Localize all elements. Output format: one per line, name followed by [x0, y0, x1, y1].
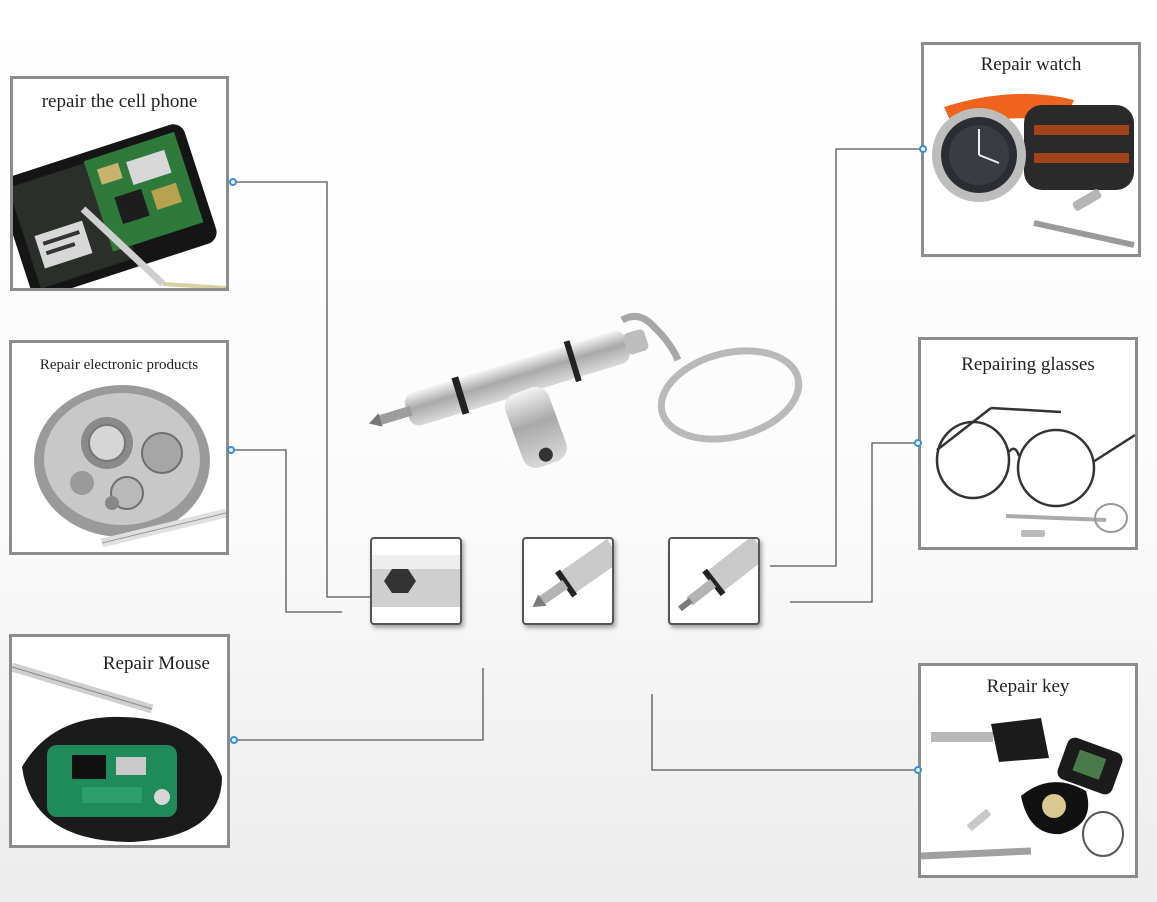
movement-icon [34, 385, 226, 548]
wire-cell-phone [233, 181, 370, 598]
flat-tip-closeup [668, 537, 760, 625]
panel-label: Repair electronic products [39, 357, 199, 373]
panel-mouse: Repair Mouse [9, 634, 230, 848]
panel-label: Repairing glasses [961, 354, 1095, 375]
flat-tip-icon [678, 539, 758, 612]
screwdriver-icon [369, 312, 803, 469]
panel-label: repair the cell phone [41, 91, 198, 112]
key-icon [921, 718, 1124, 860]
connector-dot [914, 439, 922, 447]
panel-key: Repair key [918, 663, 1138, 878]
phone-icon [13, 124, 226, 288]
connector-dot [230, 736, 238, 744]
panel-watch: Repair watch [921, 42, 1141, 257]
connector-dot [229, 178, 237, 186]
wire-key [651, 694, 918, 771]
mouse-icon [12, 662, 222, 842]
connector-dot [914, 766, 922, 774]
panel-cell-phone: repair the cell phone [10, 76, 229, 291]
glasses-icon [935, 406, 1135, 537]
wire-electronics [231, 449, 342, 613]
watch-icon [932, 93, 1135, 248]
panel-glasses: Repairing glasses [918, 337, 1138, 550]
phillips-tip-icon [532, 539, 612, 608]
panel-label: Repair key [986, 676, 1070, 697]
panel-label: Repair watch [980, 54, 1082, 75]
panel-electronics: Repair electronic products [9, 340, 229, 555]
connector-dot [227, 446, 235, 454]
panel-label: Repair Mouse [102, 653, 210, 674]
connector-dot [919, 145, 927, 153]
hex-tip-closeup [370, 537, 462, 625]
hex-tip-icon [372, 555, 460, 607]
wire-mouse [234, 668, 484, 741]
phillips-tip-closeup [522, 537, 614, 625]
